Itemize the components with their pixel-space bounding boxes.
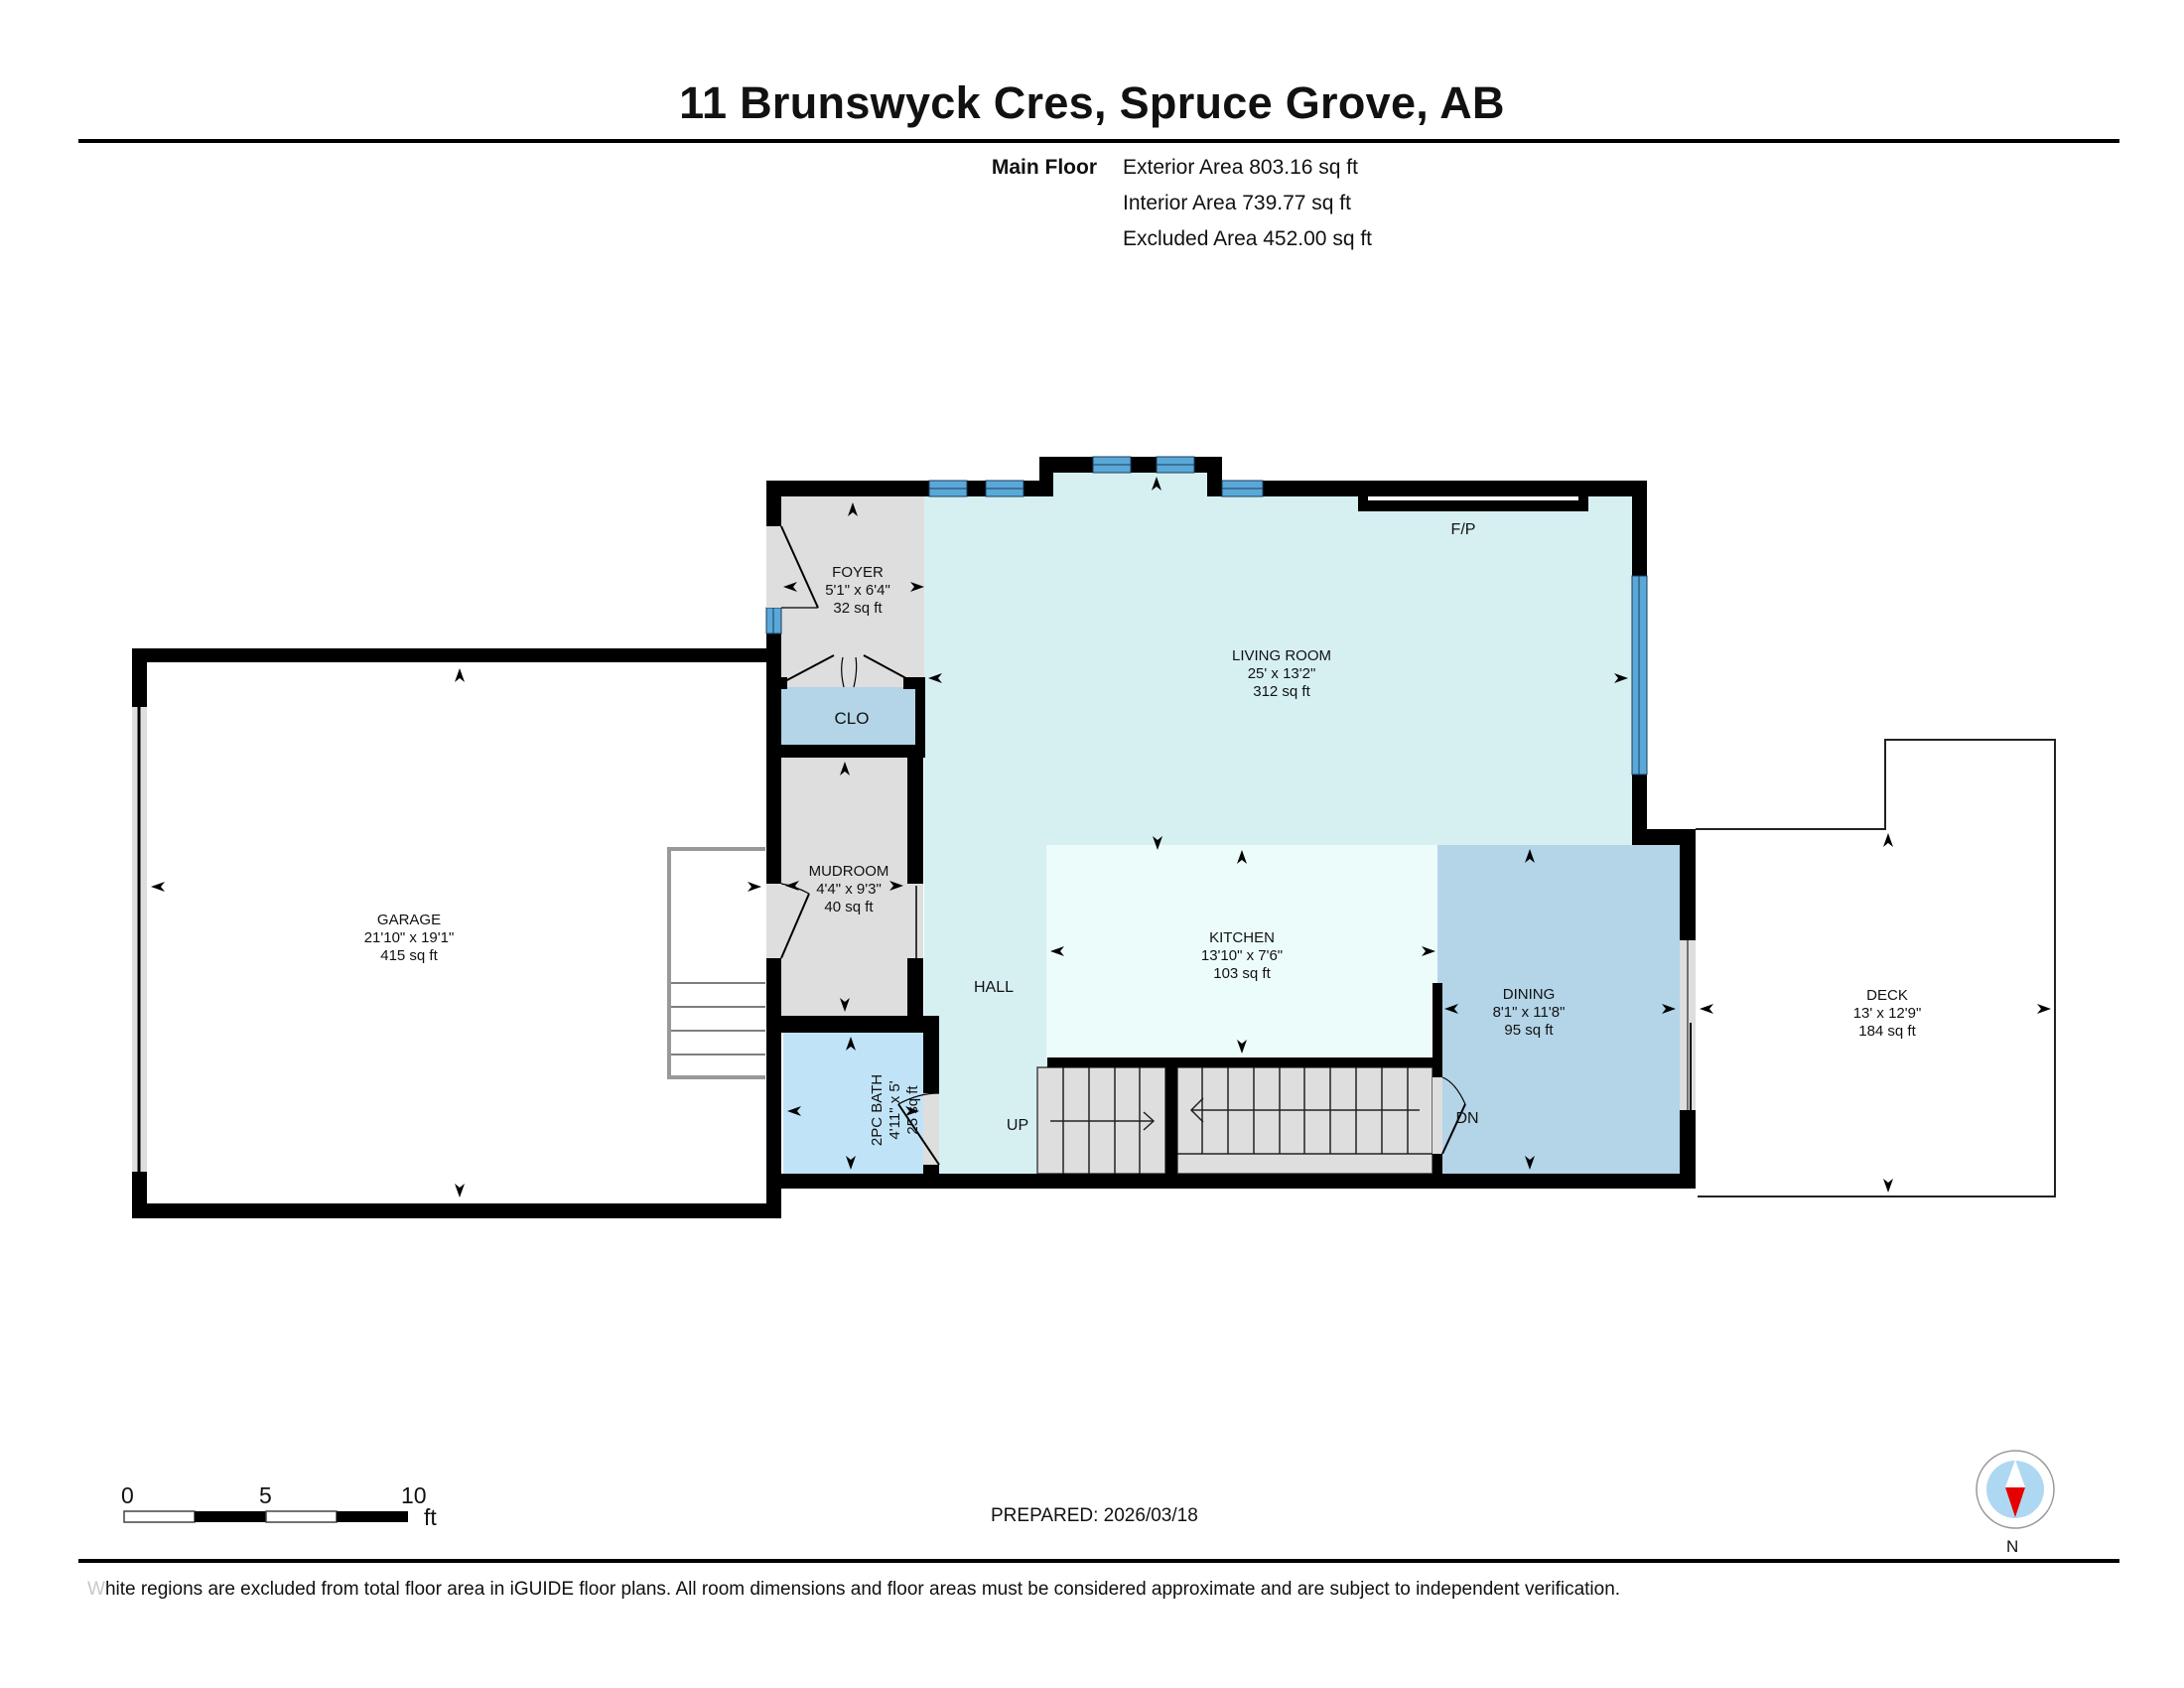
scale-bar (123, 1510, 408, 1523)
down-stair-door (1433, 1077, 1442, 1154)
garage-steps (667, 847, 765, 1079)
room-mudroom: MUDROOM 4'4" x 9'3" 40 sq ft (809, 863, 889, 916)
room-dims: 8'1" x 11'8" (1492, 1004, 1566, 1021)
room-name: MUDROOM (808, 863, 889, 880)
room-name: DINING (1502, 986, 1556, 1003)
compass-icon (1976, 1450, 2055, 1529)
stairs-up-label: UP (1006, 1117, 1029, 1134)
fireplace-hearth (1368, 496, 1578, 500)
compass-north-label: N (2006, 1537, 2019, 1556)
room-dims: 4'11" x 5' (887, 1080, 903, 1140)
room-dims: 21'10" x 19'1" (363, 929, 455, 946)
room-area: 312 sq ft (1253, 683, 1310, 700)
disclaimer-text: hite regions are excluded from total flo… (104, 1579, 1621, 1600)
room-area: 25 sq ft (904, 1085, 921, 1135)
door-swings (780, 525, 1466, 1166)
scale-tick-5: 5 (259, 1482, 272, 1508)
room-deck: DECK 13' x 12'9" 184 sq ft (1853, 987, 1922, 1041)
room-dims: 25' x 13'2" (1247, 665, 1316, 682)
mudroom-floor (781, 758, 907, 1016)
footer-rule (78, 1559, 2119, 1563)
window-panes (772, 464, 1640, 774)
header-rule (78, 139, 2119, 143)
stair-arrows (1050, 1097, 1420, 1131)
disclaimer: White regions are excluded from total fl… (87, 1579, 1620, 1601)
room-name: FOYER (832, 564, 884, 581)
kitchen-floor (1046, 845, 1437, 1057)
room-area: 103 sq ft (1213, 965, 1271, 982)
room-name: CLO (834, 709, 870, 728)
room-dining: DINING 8'1" x 11'8" 95 sq ft (1493, 986, 1566, 1040)
room-area: 184 sq ft (1858, 1023, 1916, 1040)
deck-outline (1696, 739, 2056, 1197)
room-name: DECK (1866, 987, 1908, 1004)
scale-tick-10: 10 (401, 1482, 427, 1508)
room-bath: 2PC BATH 4'11" x 5' 25 sq ft (869, 1074, 922, 1146)
scale-tick-0: 0 (121, 1482, 134, 1508)
room-name: 2PC BATH (869, 1073, 886, 1147)
room-kitchen: KITCHEN 13'10" x 7'6" 103 sq ft (1201, 929, 1283, 983)
room-name: LIVING ROOM (1231, 647, 1332, 664)
fireplace-name: F/P (1450, 521, 1476, 538)
room-hall: HALL (974, 979, 1014, 997)
prepared-date: PREPARED: 2026/03/18 (991, 1505, 1198, 1526)
room-dims: 5'1" x 6'4" (825, 582, 890, 599)
interior-area: Interior Area 739.77 sq ft (1123, 192, 1351, 214)
room-dims: 4'4" x 9'3" (816, 881, 882, 898)
mudroom-door-sill (766, 884, 781, 958)
foyer-floor (781, 496, 924, 687)
walls (132, 457, 1696, 1218)
bay-floor (1053, 473, 1207, 502)
room-closet: CLO (835, 710, 870, 728)
floor-name: Main Floor (991, 156, 1097, 179)
room-name: GARAGE (376, 912, 442, 928)
closet-floor (781, 687, 915, 745)
garage-floor (147, 662, 765, 1203)
room-name: KITCHEN (1209, 929, 1275, 946)
room-name: HALL (973, 979, 1015, 996)
room-dims: 13' x 12'9" (1852, 1005, 1922, 1022)
room-garage: GARAGE 21'10" x 19'1" 415 sq ft (364, 912, 455, 965)
room-living: LIVING ROOM 25' x 13'2" 312 sq ft (1232, 647, 1331, 701)
disclaimer-first-letter: W (87, 1579, 105, 1600)
scale-unit: ft (424, 1504, 437, 1530)
bath-door-sill (923, 1093, 939, 1174)
room-area: 40 sq ft (824, 899, 874, 915)
room-area: 95 sq ft (1504, 1022, 1554, 1039)
room-dims: 13'10" x 7'6" (1200, 947, 1284, 964)
room-area: 415 sq ft (380, 947, 438, 964)
excluded-area: Excluded Area 452.00 sq ft (1123, 227, 1373, 250)
dining-floor (1437, 845, 1680, 1174)
front-door-sill (766, 526, 781, 608)
page-title: 11 Brunswyck Cres, Spruce Grove, AB (679, 77, 1505, 128)
dimension-arrows (151, 477, 2051, 1197)
room-foyer: FOYER 5'1" x 6'4" 32 sq ft (825, 564, 890, 618)
exterior-area: Exterior Area 803.16 sq ft (1123, 156, 1358, 179)
fireplace-label: F/P (1451, 521, 1476, 539)
stairs-down-label: DN (1455, 1110, 1479, 1127)
room-area: 32 sq ft (833, 600, 883, 617)
hall-door-sill (907, 884, 923, 958)
